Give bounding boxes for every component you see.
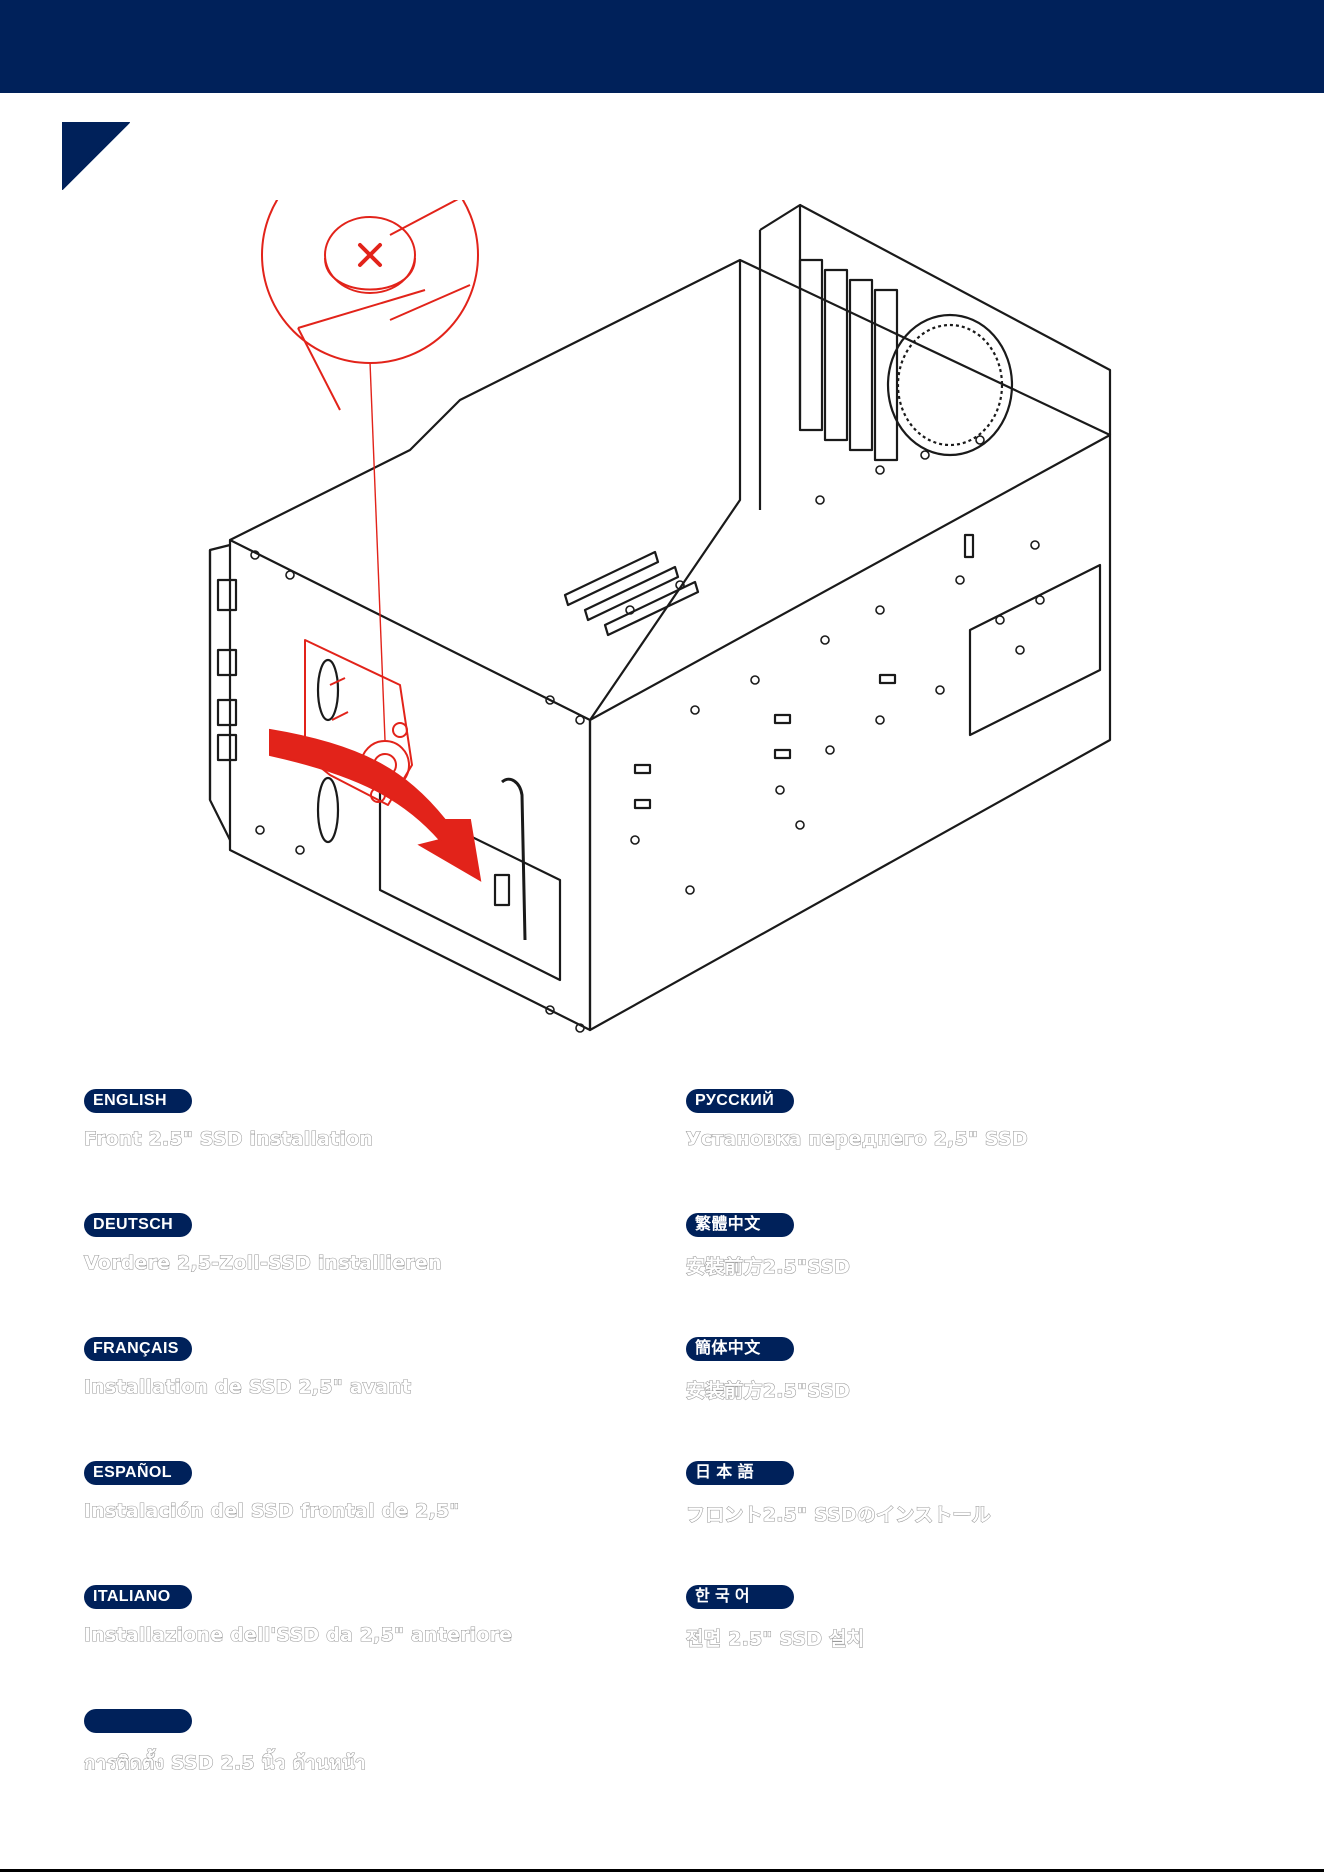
rotate-arrow-icon — [269, 728, 482, 882]
lang-badge: ITALIANO — [84, 1585, 192, 1609]
lang-badge: 簡体中文 — [686, 1337, 794, 1361]
lang-instruction: Instalación del SSD frontal de 2,5" — [83, 1499, 460, 1522]
lang-badge: 한 국 어 — [686, 1585, 794, 1609]
lang-block-korean: 한 국 어 전면 2.5" SSD 설치 — [685, 1585, 1246, 1651]
zoom-callout — [261, 200, 479, 411]
lang-badge: FRANÇAIS — [84, 1337, 192, 1361]
lang-block-thai: การติดตั้ง SSD 2.5 นิ้ว ด้านหน้า — [83, 1709, 644, 1778]
lang-instruction: フロント2.5" SSDのインストール — [685, 1503, 991, 1526]
rear-fan — [886, 313, 1014, 457]
lang-badge — [84, 1709, 192, 1733]
lang-block-italiano: ITALIANO Installazione dell'SSD da 2,5" … — [83, 1585, 644, 1647]
lang-block-deutsch: DEUTSCH Vordere 2,5-Zoll-SSD installiere… — [83, 1213, 644, 1275]
lang-instruction: Front 2.5" SSD installation — [83, 1127, 374, 1150]
lang-block-traditional-chinese: 繁體中文 安裝前方2.5"SSD — [685, 1213, 1246, 1279]
ssd-installation-illustration — [208, 200, 1112, 1033]
lang-instruction: การติดตั้ง SSD 2.5 นิ้ว ด้านหน้า — [83, 1751, 366, 1774]
lang-block-simplified-chinese: 簡体中文 安装前方2.5"SSD — [685, 1337, 1246, 1403]
lang-instruction: 安装前方2.5"SSD — [685, 1379, 851, 1402]
lang-instruction: Installazione dell'SSD da 2,5" anteriore — [83, 1623, 513, 1646]
lang-badge: ENGLISH — [84, 1089, 192, 1113]
lang-instruction: Установка переднего 2,5" SSD — [685, 1127, 1028, 1150]
side-panel — [588, 433, 1112, 1032]
expansion-slots — [798, 258, 899, 462]
lang-instruction: 전면 2.5" SSD 설치 — [685, 1627, 865, 1650]
lang-block-russian: РУССКИЙ Установка переднего 2,5" SSD — [685, 1089, 1246, 1151]
lang-block-espanol: ESPAÑOL Instalación del SSD frontal de 2… — [83, 1461, 644, 1523]
lang-instruction: Vordere 2,5-Zoll-SSD installieren — [83, 1251, 442, 1274]
step-marker-icon — [62, 122, 130, 190]
header-bar — [0, 0, 1324, 93]
lang-badge: DEUTSCH — [84, 1213, 192, 1237]
lang-block-japanese: 日 本 語 フロント2.5" SSDのインストール — [685, 1461, 1246, 1527]
lang-block-english: ENGLISH Front 2.5" SSD installation — [83, 1089, 644, 1151]
lang-block-francais: FRANÇAIS Installation de SSD 2,5" avant — [83, 1337, 644, 1399]
lang-badge: РУССКИЙ — [686, 1089, 794, 1113]
lang-badge: 日 本 語 — [686, 1461, 794, 1485]
bottom-rule — [0, 1869, 1324, 1872]
lang-instruction: 安裝前方2.5"SSD — [685, 1255, 851, 1278]
lang-badge: ESPAÑOL — [84, 1461, 192, 1485]
lang-instruction: Installation de SSD 2,5" avant — [83, 1375, 412, 1398]
psu-bay — [378, 790, 562, 982]
lang-badge: 繁體中文 — [686, 1213, 794, 1237]
